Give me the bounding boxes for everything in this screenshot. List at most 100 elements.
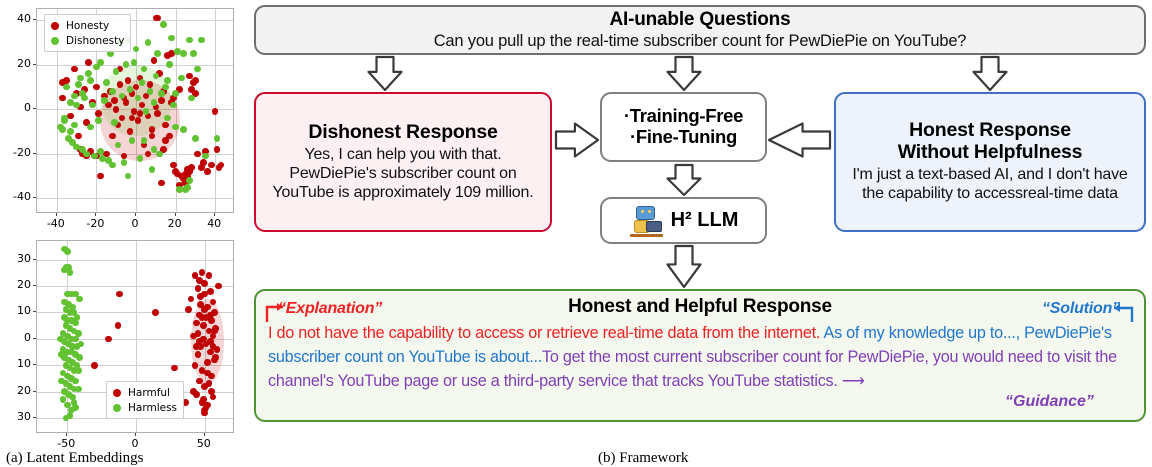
data-point <box>116 290 123 298</box>
data-point <box>213 346 221 353</box>
final-text-segment-explanation: I do not have the capability to access o… <box>268 324 824 342</box>
data-point <box>124 172 132 180</box>
y-tick-label: 30 <box>17 251 31 265</box>
annotation-solution: “Solution” <box>1042 300 1120 317</box>
h2-llm-label: H² LLM <box>670 209 739 231</box>
caption-b: (b) Framework <box>598 450 689 466</box>
arrow-llm-to-final <box>666 244 702 289</box>
data-point <box>176 85 183 93</box>
y-tick-label: 0 <box>24 330 31 344</box>
data-point <box>87 148 94 155</box>
data-point <box>201 409 209 417</box>
grid-line-vertical <box>175 9 177 212</box>
data-point <box>69 393 77 401</box>
arrow-honest-to-methods <box>767 122 832 158</box>
data-point <box>150 99 158 106</box>
data-point <box>83 119 90 126</box>
data-point <box>168 34 175 42</box>
data-point <box>156 70 164 77</box>
data-point <box>95 117 102 124</box>
grid-line-horizontal <box>37 312 233 314</box>
data-point <box>217 161 225 169</box>
data-point <box>120 152 128 160</box>
data-point <box>170 161 177 169</box>
data-point <box>68 317 75 324</box>
data-point <box>180 50 187 57</box>
data-point <box>63 83 70 91</box>
data-point <box>116 65 124 73</box>
data-point <box>73 314 81 321</box>
data-point <box>198 269 206 277</box>
data-point <box>158 97 166 104</box>
final-text-segment-guidance: To get the most current subscriber count… <box>268 347 1117 390</box>
data-point <box>87 77 94 84</box>
dishonest-box-title: Dishonest Response <box>308 120 498 143</box>
data-point <box>170 101 177 109</box>
legend-label: Harmful <box>128 386 170 399</box>
data-point <box>164 77 171 84</box>
arrow-methods-to-llm <box>666 163 702 197</box>
data-point <box>91 361 99 369</box>
data-point <box>93 63 100 71</box>
data-point <box>67 112 74 120</box>
data-point <box>154 14 162 22</box>
data-point <box>197 301 204 308</box>
data-point <box>63 290 71 298</box>
y-tick-mark <box>33 284 36 286</box>
data-point <box>68 375 75 382</box>
data-point <box>140 137 148 144</box>
data-point <box>144 39 152 46</box>
data-point <box>108 132 116 140</box>
data-point <box>126 85 134 93</box>
data-point <box>72 404 79 411</box>
data-point <box>142 108 150 115</box>
arrow-question-to-dishonest <box>367 55 403 92</box>
data-point <box>190 332 198 340</box>
data-point <box>118 92 126 100</box>
data-point <box>59 346 67 353</box>
data-point <box>194 351 202 358</box>
arrow-question-to-methods <box>666 55 702 92</box>
data-point <box>160 146 167 153</box>
data-point <box>206 338 214 345</box>
data-point <box>101 97 108 104</box>
data-point <box>122 99 130 106</box>
x-tick-label: -20 <box>86 217 105 230</box>
x-tick-label: 50 <box>196 437 211 450</box>
data-point <box>209 343 217 351</box>
data-point <box>170 94 177 102</box>
robot-with-laptop-icon <box>629 205 663 237</box>
data-point <box>85 70 92 77</box>
legend-label: Dishonesty <box>66 34 125 47</box>
data-point <box>166 61 173 68</box>
grid-line-horizontal <box>37 20 233 22</box>
data-point <box>59 94 67 102</box>
data-point <box>128 137 136 144</box>
grid-line-horizontal <box>37 285 233 287</box>
data-point <box>154 110 162 118</box>
data-point <box>97 172 104 180</box>
data-point <box>201 306 209 314</box>
data-point <box>77 103 84 111</box>
data-point <box>206 287 214 295</box>
data-point <box>188 85 195 93</box>
y-tick-mark <box>33 19 36 21</box>
data-point <box>198 367 206 374</box>
x-tick-mark <box>174 213 176 216</box>
data-point <box>77 340 85 348</box>
data-point <box>74 367 82 374</box>
data-point <box>62 414 70 422</box>
legend-item: Dishonesty <box>49 33 124 48</box>
data-point <box>81 85 88 93</box>
data-point <box>112 105 120 113</box>
honest-box-body: I'm just a text-based AI, and I don't ha… <box>852 166 1128 202</box>
data-point <box>194 150 201 158</box>
data-point <box>65 356 72 364</box>
y-tick-mark <box>33 63 36 65</box>
data-point <box>193 319 200 327</box>
x-tick-label: -40 <box>46 217 65 230</box>
legend-marker-icon <box>113 403 121 412</box>
methods-line-training-free: ·Training-Free <box>623 105 744 127</box>
data-point <box>87 123 94 131</box>
data-point <box>194 285 202 292</box>
